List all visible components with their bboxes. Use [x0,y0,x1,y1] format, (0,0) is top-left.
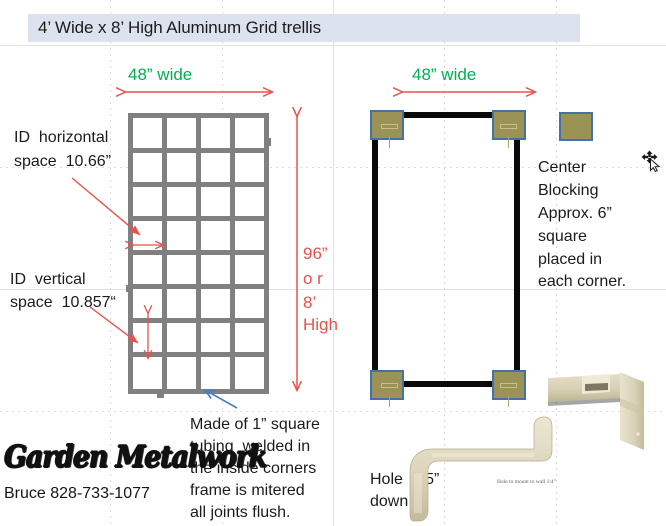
title-band [28,14,580,42]
tubing-note-line1: Made of 1” square [190,416,320,433]
hole-note-line2: down [370,493,409,510]
corner-block-pin [508,136,509,148]
id-vertical-label-line1: ID vertical [10,271,86,288]
corner-block-bottom-left [370,370,404,407]
wall-bracket-photo-bottom [408,415,568,523]
frame-outline-diagram [372,112,520,387]
company-logo: Garden Metalwork [4,440,267,475]
corner-block-slot [381,383,398,388]
sample-blocking-square [559,112,593,141]
id-horizontal-label-line2: space 10.66” [14,153,111,170]
grid-horizontal-bar [133,352,264,357]
grid-horizontal-bar [133,216,264,221]
id-horizontal-label-line1: ID horizontal [14,129,109,146]
height-label-inches: 96” [303,244,328,263]
height-label-feet: 8’ [303,293,317,312]
tubing-note-line3: the inside corners [190,460,317,477]
corner-block-top-right [492,110,526,148]
corner-block-pin [389,395,390,407]
grid-horizontal-bar [133,250,264,255]
blocking-note-line1: Center [538,159,587,176]
tubing-note-line2: tubing welded in [190,438,311,455]
contact-info: Bruce 828-733-1077 [4,485,150,502]
blocking-note-line4: square [538,228,587,245]
corner-block-bottom-right [492,370,526,407]
blocking-note-line2: Blocking [538,182,599,199]
guide-line-vertical [444,0,445,526]
guide-line-vertical [556,0,557,526]
height-label-high: High [303,315,338,334]
trellis-edge-nub [266,138,271,146]
grid-horizontal-bar [133,318,264,323]
trellis-edge-nub [126,285,130,292]
id-vertical-label-line2: space 10.857“ [10,294,116,311]
tubing-note-line4: frame is mitered [190,482,305,499]
corner-block-slot [381,124,398,129]
left-width-label: 48” wide [128,65,193,84]
bracket-photo-caption: Hole to mount to wall 1/4" [497,479,556,485]
blocking-note-line5: placed in [538,251,603,268]
move-cursor-icon [641,150,663,173]
corner-block-slot [500,383,517,388]
right-width-label: 48” wide [412,65,477,84]
guide-line-vertical [110,0,111,526]
blocking-note-line3: Approx. 6” [538,205,612,222]
corner-block-slot [500,124,517,129]
trellis-grid-diagram [128,113,269,394]
corner-block-pin [389,136,390,148]
page-title: 4’ Wide x 8’ High Aluminum Grid trellis [38,18,321,37]
grid-horizontal-bar [133,148,264,153]
corner-block-pin [508,395,509,407]
tubing-note-line5: all joints flush. [190,504,291,521]
height-label-or: o r [303,269,323,288]
wall-bracket-photo-top [548,372,660,470]
grid-horizontal-bar [133,182,264,187]
guide-line-vertical [333,0,334,526]
trellis-edge-nub [157,392,164,398]
corner-block-top-left [370,110,404,148]
blocking-note-line6: each corner. [538,273,627,290]
grid-horizontal-bar [133,284,264,289]
